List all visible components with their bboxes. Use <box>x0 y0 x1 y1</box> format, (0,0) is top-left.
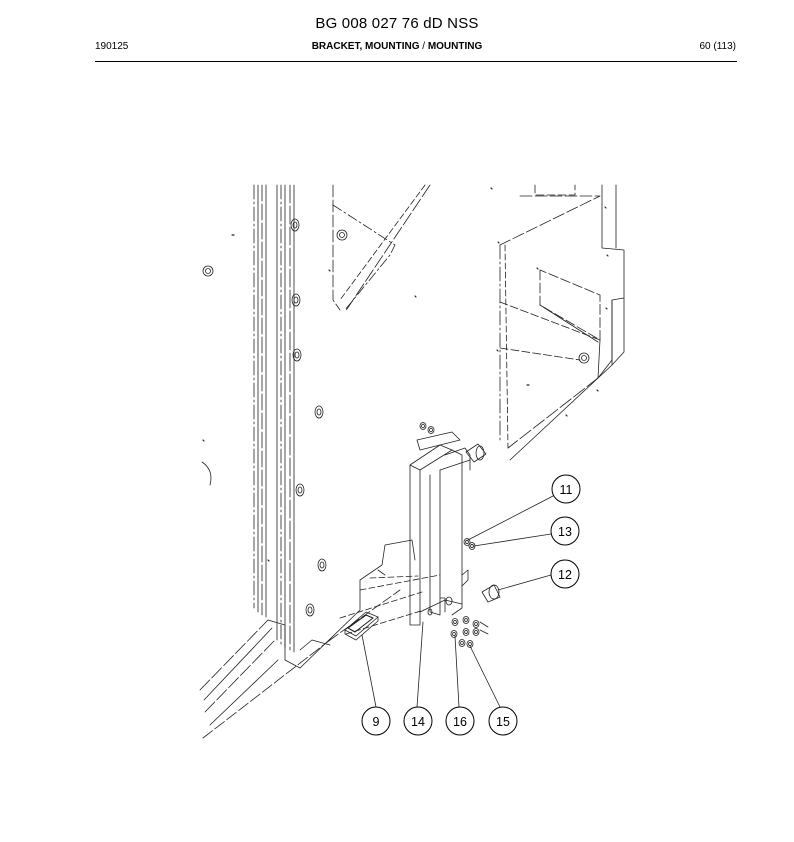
lower-frame <box>199 539 441 739</box>
header-rule <box>95 61 737 62</box>
page-title: BRACKET, MOUNTING / MOUNTING <box>0 41 794 52</box>
callout-11: 11 <box>551 474 581 504</box>
callout-12: 12 <box>550 559 580 589</box>
page-title-part1: BRACKET, MOUNTING <box>311 41 420 52</box>
bolt-cluster <box>450 616 489 648</box>
callout-14-label: 14 <box>411 715 425 729</box>
callout-9: 9 <box>361 706 391 736</box>
callout-12-label: 12 <box>558 568 572 582</box>
document-number: BG 008 027 76 dD NSS <box>315 15 479 32</box>
callout-11-label: 11 <box>560 483 573 497</box>
washer-set <box>463 538 476 550</box>
frame-bump <box>201 461 212 486</box>
callout-9-label: 9 <box>373 715 380 729</box>
mounting-bracket <box>409 431 471 626</box>
callout-15-label: 15 <box>496 715 510 729</box>
callout-16-label: 16 <box>453 715 467 729</box>
page-title-part2: MOUNTING <box>427 41 483 52</box>
page-title-separator: / <box>419 41 428 52</box>
callout-13: 13 <box>550 516 580 546</box>
frame-rail <box>253 184 295 653</box>
callout-14: 14 <box>403 706 433 736</box>
bracket-plate <box>344 611 379 641</box>
page-number: 60 (113) <box>699 41 736 52</box>
cap-nut <box>465 443 501 603</box>
document-code: 190125 <box>95 41 129 52</box>
top-nut <box>419 422 435 434</box>
leader-lines <box>361 495 554 708</box>
callout-13-label: 13 <box>558 525 572 539</box>
frame-holes <box>202 218 590 617</box>
callout-15: 15 <box>488 706 518 736</box>
callout-16: 16 <box>445 706 475 736</box>
back-panel <box>332 184 625 461</box>
panel-dots <box>202 187 609 562</box>
